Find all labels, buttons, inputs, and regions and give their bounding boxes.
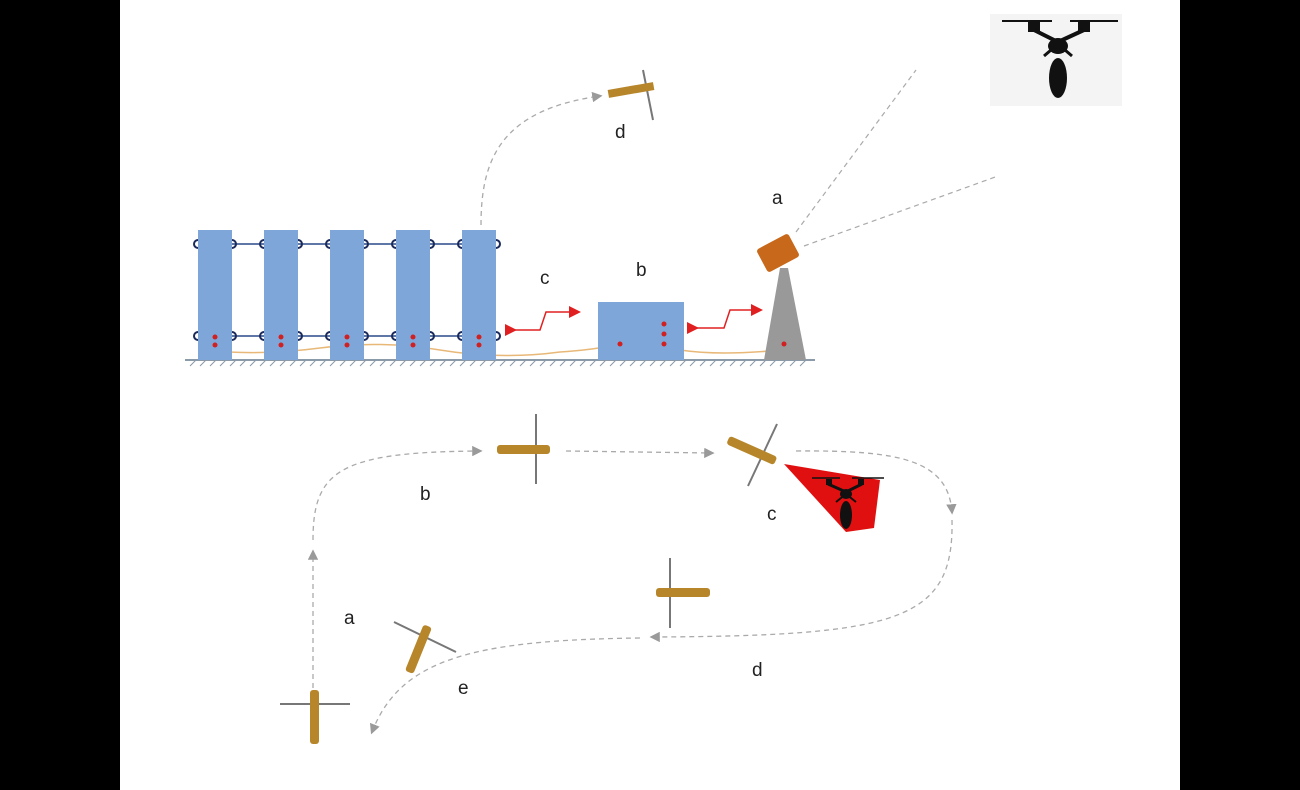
panel-connectors — [232, 243, 462, 337]
interceptor-mast-icon — [393, 621, 457, 674]
label-bottom-a: a — [344, 608, 355, 629]
interceptor-rack — [193, 230, 501, 360]
interceptor-mast-icon — [656, 558, 710, 628]
left-letterbox — [0, 0, 120, 790]
targeting-cone — [784, 464, 880, 532]
label-top-d: d — [615, 122, 626, 143]
rack-panel — [330, 230, 364, 360]
control-box — [598, 302, 684, 360]
label-top-b: b — [636, 260, 647, 281]
interceptor-mast-icon — [497, 414, 550, 484]
interceptor-mast-icon — [280, 690, 350, 744]
interceptor-mast-icon — [727, 423, 778, 487]
rack-panel — [396, 230, 430, 360]
flight-path-b — [312, 445, 483, 541]
comm-arrow-right — [687, 304, 763, 334]
flight-path-e — [369, 637, 641, 735]
interceptor-mast-icon — [607, 69, 655, 121]
right-letterbox — [1180, 0, 1300, 790]
label-bottom-b: b — [420, 484, 431, 505]
launch-trajectory — [480, 91, 603, 226]
comm-arrow-left — [505, 306, 581, 336]
launcher-icon — [757, 69, 999, 272]
figure-background — [120, 0, 1180, 790]
label-bottom-c: c — [767, 504, 777, 525]
label-top-a: a — [772, 188, 783, 209]
rack-panel — [462, 230, 496, 360]
label-top-c: c — [540, 268, 550, 289]
drone-icon — [812, 477, 884, 529]
drone-icon — [990, 14, 1122, 106]
rack-panel — [264, 230, 298, 360]
label-bottom-e: e — [458, 678, 469, 699]
radar-tower-icon — [764, 268, 806, 360]
flight-path-d — [649, 519, 953, 643]
flight-path-to-c — [565, 447, 715, 459]
rack-panel — [198, 230, 232, 360]
label-bottom-d: d — [752, 660, 763, 681]
